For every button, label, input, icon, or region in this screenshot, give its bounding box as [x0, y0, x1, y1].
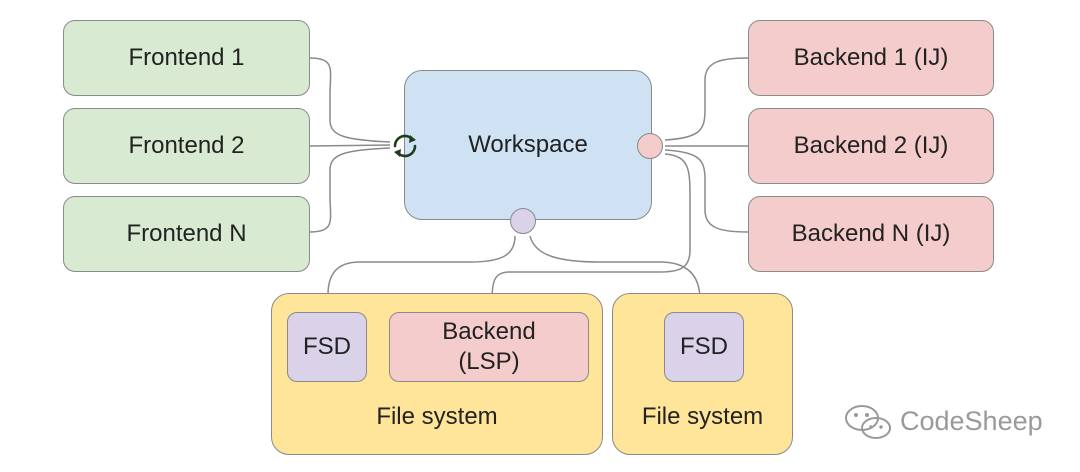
frontend-1-label: Frontend 1: [128, 44, 245, 71]
frontend-1-box: Frontend 1: [63, 20, 310, 96]
filesystem-2-label: File system: [641, 403, 764, 430]
fsd-1-label: FSD: [303, 333, 351, 360]
frontend-2-label: Frontend 2: [128, 132, 245, 159]
wire-fsd-1: [327, 235, 516, 312]
wire-frontend-2: [309, 144, 391, 147]
frontend-2-box: Frontend 2: [63, 108, 310, 184]
backend-lsp-label: Backend (LSP): [442, 318, 536, 375]
workspace-box: Workspace: [404, 70, 652, 220]
fsd-connector-dot: [510, 208, 536, 234]
wechat-icon: [845, 405, 891, 439]
backend-1-label: Backend 1 (IJ): [793, 44, 949, 71]
wire-backend-lsp: [491, 153, 691, 312]
fsd-1-box: FSD: [287, 312, 367, 382]
frontend-n-box: Frontend N: [63, 196, 310, 272]
backend-connector-dot: [637, 133, 663, 159]
backend-2-box: Backend 2 (IJ): [748, 108, 994, 184]
backend-n-box: Backend N (IJ): [748, 196, 994, 272]
watermark-text: CodeSheep: [900, 406, 1043, 436]
wire-frontend-1: [309, 57, 391, 143]
backend-lsp-box: Backend (LSP): [389, 312, 589, 382]
frontend-n-label: Frontend N: [126, 220, 247, 247]
fsd-2-label: FSD: [680, 333, 728, 360]
wire-frontend-n: [309, 147, 391, 233]
fsd-2-box: FSD: [664, 312, 744, 382]
filesystem-1-label: File system: [376, 403, 498, 430]
wire-backend-1: [664, 57, 749, 141]
wire-backend-n: [664, 149, 749, 233]
backend-n-label: Backend N (IJ): [791, 220, 951, 247]
backend-1-box: Backend 1 (IJ): [748, 20, 994, 96]
sync-icon: [393, 134, 417, 158]
workspace-label: Workspace: [468, 131, 588, 158]
backend-2-label: Backend 2 (IJ): [793, 132, 949, 159]
wire-fsd-2: [529, 235, 701, 312]
